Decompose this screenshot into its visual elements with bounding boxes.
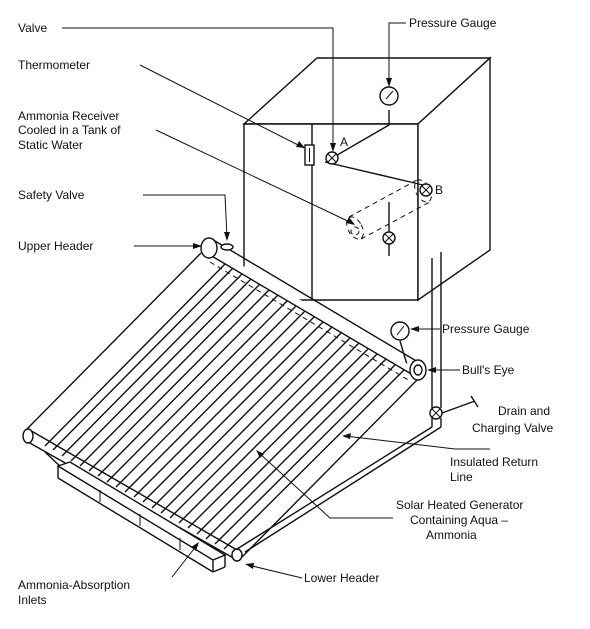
label-drain-2: Charging Valve — [472, 421, 553, 435]
label-generator-3: Ammonia — [426, 528, 477, 542]
label-return-line-1: Insulated Return — [450, 455, 538, 469]
label-absorption-1: Ammonia-Absorption — [18, 578, 130, 592]
thermometer — [304, 144, 315, 166]
label-pressure-gauge-lower: Pressure Gauge — [442, 322, 530, 336]
water-tank — [242, 56, 492, 302]
label-absorption-2: Inlets — [18, 593, 47, 607]
support-frame — [56, 461, 227, 573]
tank-piping — [324, 110, 424, 369]
label-ammonia-receiver-2: Cooled in a Tank of — [18, 123, 121, 137]
marker-b: B — [435, 183, 443, 197]
drain-charging-valve — [429, 395, 479, 420]
label-valve: Valve — [18, 21, 47, 35]
pressure-gauge-top — [379, 86, 399, 106]
label-upper-header: Upper Header — [18, 239, 93, 253]
lower-header-caps — [22, 428, 243, 562]
label-generator-2: Containing Aqua – — [410, 513, 508, 527]
label-lower-header: Lower Header — [304, 571, 379, 585]
label-generator-1: Solar Heated Generator — [396, 498, 523, 512]
label-ammonia-receiver-3: Static Water — [18, 138, 83, 152]
safety-valve — [220, 243, 234, 251]
tank-lower-valve — [382, 231, 396, 245]
label-safety-valve: Safety Valve — [18, 188, 85, 202]
label-drain-1: Drain and — [498, 404, 550, 418]
label-bulls-eye: Bull's Eye — [462, 363, 515, 377]
leader-lines — [62, 22, 490, 579]
insulated-return-line — [236, 252, 442, 553]
riser-tubes — [44, 263, 405, 550]
label-thermometer: Thermometer — [18, 58, 90, 72]
valve-b — [419, 183, 433, 197]
upper-header-caps — [200, 237, 427, 381]
label-pressure-gauge-top: Pressure Gauge — [409, 16, 497, 30]
valve-a — [325, 151, 339, 165]
label-return-line-2: Line — [450, 470, 473, 484]
pressure-gauge-lower — [390, 321, 410, 341]
marker-a: A — [340, 135, 348, 149]
label-ammonia-receiver-1: Ammonia Receiver — [18, 109, 119, 123]
